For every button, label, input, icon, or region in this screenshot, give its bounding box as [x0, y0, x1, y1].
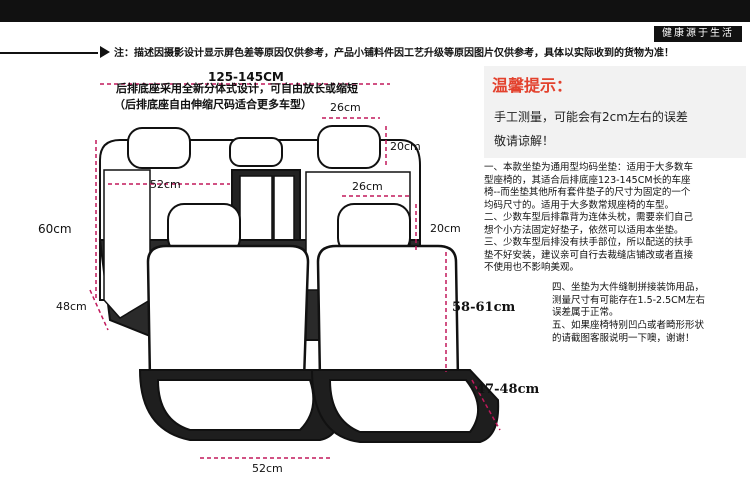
note-line: 测量尺寸有可能存在1.5-2.5CM左右 — [552, 294, 705, 306]
headrest-height-front-label: 20cm — [430, 222, 461, 235]
headrest-width-front-label: 26cm — [352, 180, 383, 193]
note-line: 均码尺寸的。适用于大多数常规座椅的车型。 — [484, 199, 675, 211]
warning-box: 温馨提示： 手工测量，可能会有2cm左右的误差 敬请谅解！ — [484, 66, 746, 158]
note-line: 型座椅的，其适合后排底座123-145CM长的车座 — [484, 174, 691, 186]
note-line: 一、本款坐垫为通用型均码坐垫：适用于大多数车 — [484, 162, 694, 173]
warning-line-2: 敬请谅解！ — [494, 134, 555, 148]
front-right-back — [316, 244, 460, 382]
note-line: 垫不好安装，建议亲可自行去裁缝店铺改或者直接 — [484, 249, 694, 261]
note-line: 椅--而坐垫其他所有套件垫子的尺寸为固定的一个 — [484, 187, 691, 198]
notice-line — [0, 52, 98, 54]
note-line: 三、少数车型后排没有扶手部位，所以配送的扶手 — [484, 237, 694, 248]
note-line: 不使用也不影响美观。 — [484, 262, 580, 273]
rear-note-2: （后排底座自由伸缩尺码适合更多车型） — [114, 98, 312, 111]
top-bar — [0, 0, 750, 22]
front-base-depth-label: 47-48cm — [476, 382, 540, 397]
note-line: 的请截图客服说明一下噢，谢谢！ — [552, 332, 695, 344]
rear-note-box: 后排底座采用全新分体式设计，可自由放长或缩短 （后排底座自由伸缩尺码适合更多车型… — [110, 80, 400, 114]
rear-height-label: 60cm — [38, 222, 72, 236]
front-base-width-label: 52cm — [252, 462, 283, 475]
front-left-back — [146, 244, 310, 382]
rear-headrest-left — [127, 127, 191, 169]
warning-title: 温馨提示： — [492, 76, 573, 95]
front-back-height-label: 58-61cm — [452, 300, 516, 315]
note-line: 四、坐垫为大件缝制拼接装饰用品， — [552, 282, 705, 293]
notice-text: 注：描述因摄影设计显示屏色差等原因仅供参考，产品小铺料件因工艺升级等原因图片仅供… — [114, 48, 674, 59]
rear-base-depth-label: 48cm — [56, 300, 87, 313]
dim-line-front-base-depth — [471, 379, 501, 431]
note-line: 想个小方法固定好垫子，依然可以适用本坐垫。 — [484, 224, 684, 236]
warning-line-1: 手工测量，可能会有2cm左右的误差 — [494, 110, 688, 124]
arrow-icon — [100, 46, 110, 58]
notice-bar: 注：描述因摄影设计显示屏色差等原因仅供参考，产品小铺料件因工艺升级等原因图片仅供… — [0, 44, 750, 60]
rear-headrest-right — [317, 125, 381, 169]
note-line: 五、如果座椅特别凹凸或者畸形形状 — [552, 320, 705, 331]
dim-line-rear-base — [89, 289, 109, 331]
rear-headrest-middle — [229, 137, 283, 167]
notes-block-3: 五、如果座椅特别凹凸或者畸形形状 的请截图客服说明一下噢，谢谢！ — [552, 320, 748, 345]
front-right-base — [328, 379, 479, 433]
notes-block: 一、本款坐垫为通用型均码坐垫：适用于大多数车 型座椅的，其适合后排底座123-1… — [484, 162, 746, 275]
notes-block-2: 四、坐垫为大件缝制拼接装饰用品， 测量尺寸有可能存在1.5-2.5CM左右 误差… — [552, 282, 748, 320]
rear-width-label: 125-145CM — [208, 70, 284, 84]
note-line: 二、少数车型后排靠背为连体头枕，需要亲们自己 — [484, 212, 694, 223]
front-left-base — [156, 379, 315, 431]
note-line: 误差属于正常。 — [552, 307, 619, 318]
headrest-height-top-label: 20cm — [390, 140, 421, 153]
headrest-width-top-label: 26cm — [330, 101, 361, 114]
rear-note-1: 后排底座采用全新分体式设计，可自由放长或缩短 — [116, 82, 358, 95]
slogan-badge: 健康源于生活 — [654, 26, 742, 42]
rear-back-width-label: 52cm — [150, 178, 181, 191]
